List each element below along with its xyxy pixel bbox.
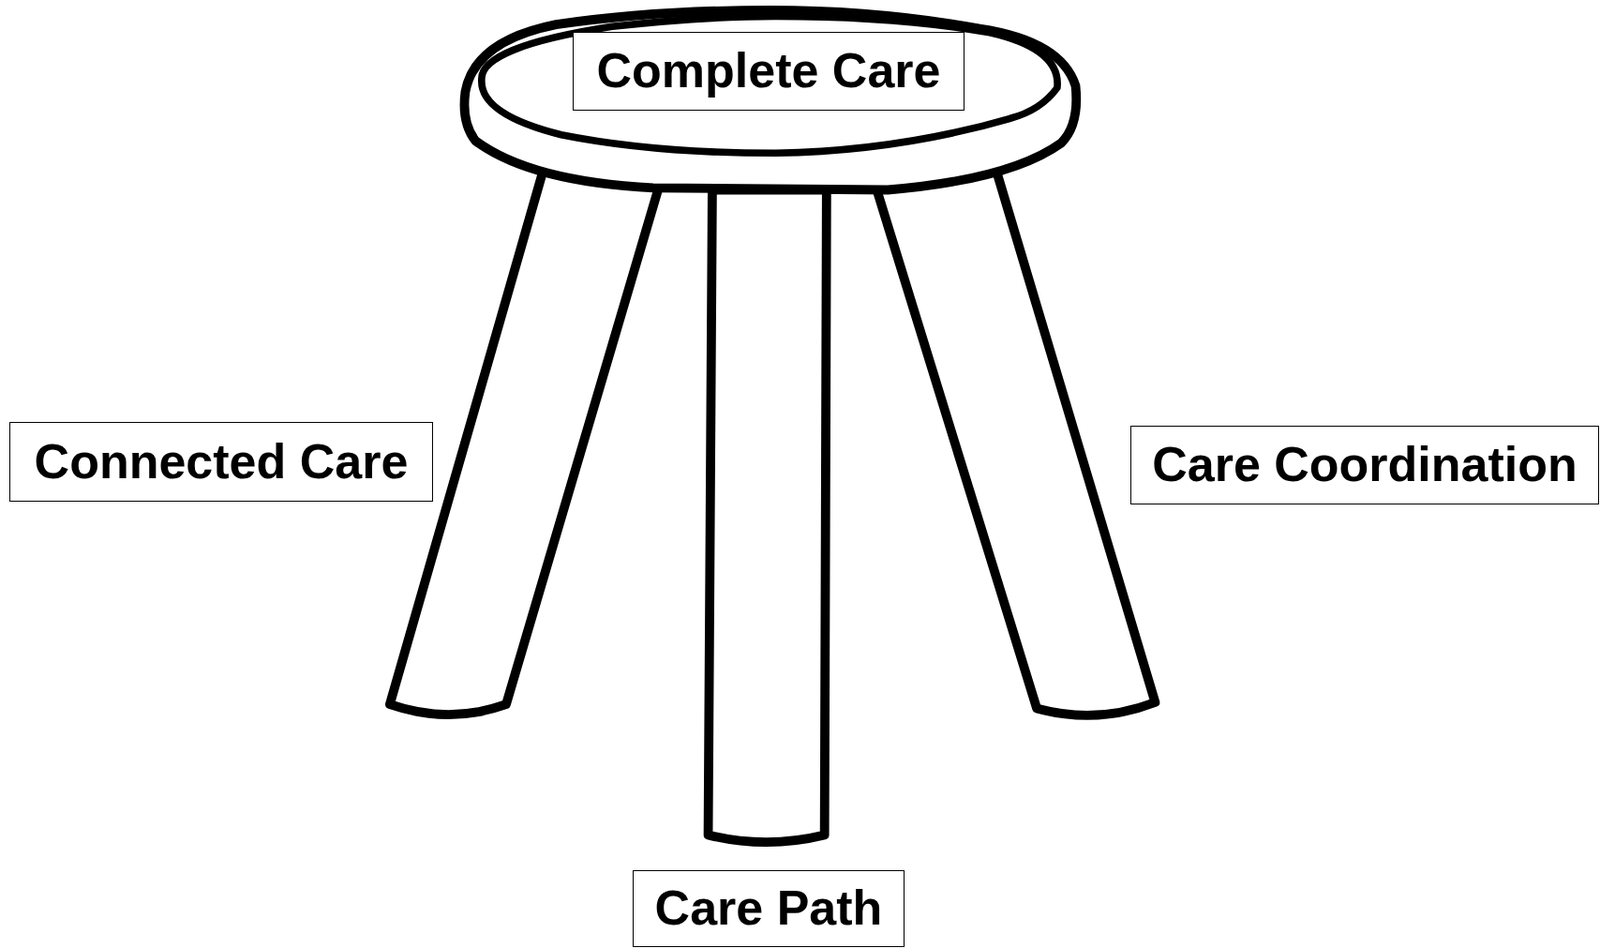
- box-label: Complete Care: [597, 44, 942, 98]
- stool-seat-side: [463, 10, 1077, 191]
- stool: [389, 10, 1156, 842]
- box-label: Connected Care: [34, 434, 409, 489]
- label-box: Connected Care: [9, 421, 434, 502]
- stool-leg: [708, 189, 827, 842]
- box-label: Care Path: [655, 881, 883, 935]
- label-box: Care Path: [632, 869, 905, 947]
- stool-seat-top: [481, 15, 1058, 153]
- label-box: Complete Care: [572, 31, 965, 111]
- label-box: Care Coordination: [1130, 425, 1600, 505]
- box-label: Care Coordination: [1151, 437, 1578, 492]
- stool-leg: [875, 169, 1155, 716]
